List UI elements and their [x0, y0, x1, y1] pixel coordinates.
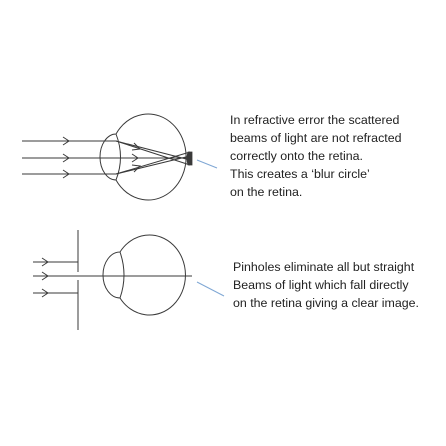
refracted-ray-lower-2 — [115, 155, 191, 175]
pinhole-caption-line: Pinholes eliminate all but straight — [233, 260, 415, 274]
blur-circle-mark — [186, 151, 193, 166]
refracted-rays-top — [115, 140, 191, 175]
refraction-caption-line: This creates a ‘blur circle’ — [230, 167, 370, 181]
refracted-ray-lower — [115, 151, 191, 175]
cornea-line-bottom — [119, 251, 125, 299]
pinhole-caption-line: Beams of light which fall directly — [233, 278, 409, 292]
ray-bottom-upper-arrow — [41, 257, 49, 267]
ray-bottom-lower-arrow — [41, 288, 49, 298]
refraction-caption-line: beams of light are not refracted — [230, 131, 402, 145]
refraction-caption-line: In refractive error the scattered — [230, 113, 400, 127]
pinhole-eye — [102, 234, 186, 316]
refraction-caption-line: on the retina. — [230, 185, 303, 199]
pointer-line-top — [196, 159, 218, 169]
refracted-arrow-upper — [131, 142, 142, 151]
incoming-rays-top — [22, 136, 116, 179]
refracted-ray-upper — [115, 140, 191, 166]
ray-bottom-middle-arrow — [41, 271, 49, 281]
refracted-arrow-lower — [131, 164, 142, 173]
pinhole-caption-line: on the retina giving a clear image. — [233, 296, 419, 310]
refraction-caption: In refractive error the scattered beams … — [230, 111, 402, 201]
refraction-caption-line: correctly onto the retina. — [230, 149, 363, 163]
cornea-line-top — [115, 133, 121, 181]
incoming-rays-bottom — [33, 257, 192, 298]
ray-top-lower-arrow — [62, 169, 70, 179]
eyeball-outline-bottom — [102, 234, 186, 316]
refracted-ray-upper-2 — [115, 140, 191, 161]
ray-top-upper-arrow — [62, 136, 70, 146]
pointer-line-bottom — [196, 281, 225, 297]
ray-top-middle-arrow — [62, 153, 70, 163]
pinhole-caption: Pinholes eliminate all but straight Beam… — [233, 258, 419, 312]
refracted-arrow-middle — [131, 153, 139, 163]
